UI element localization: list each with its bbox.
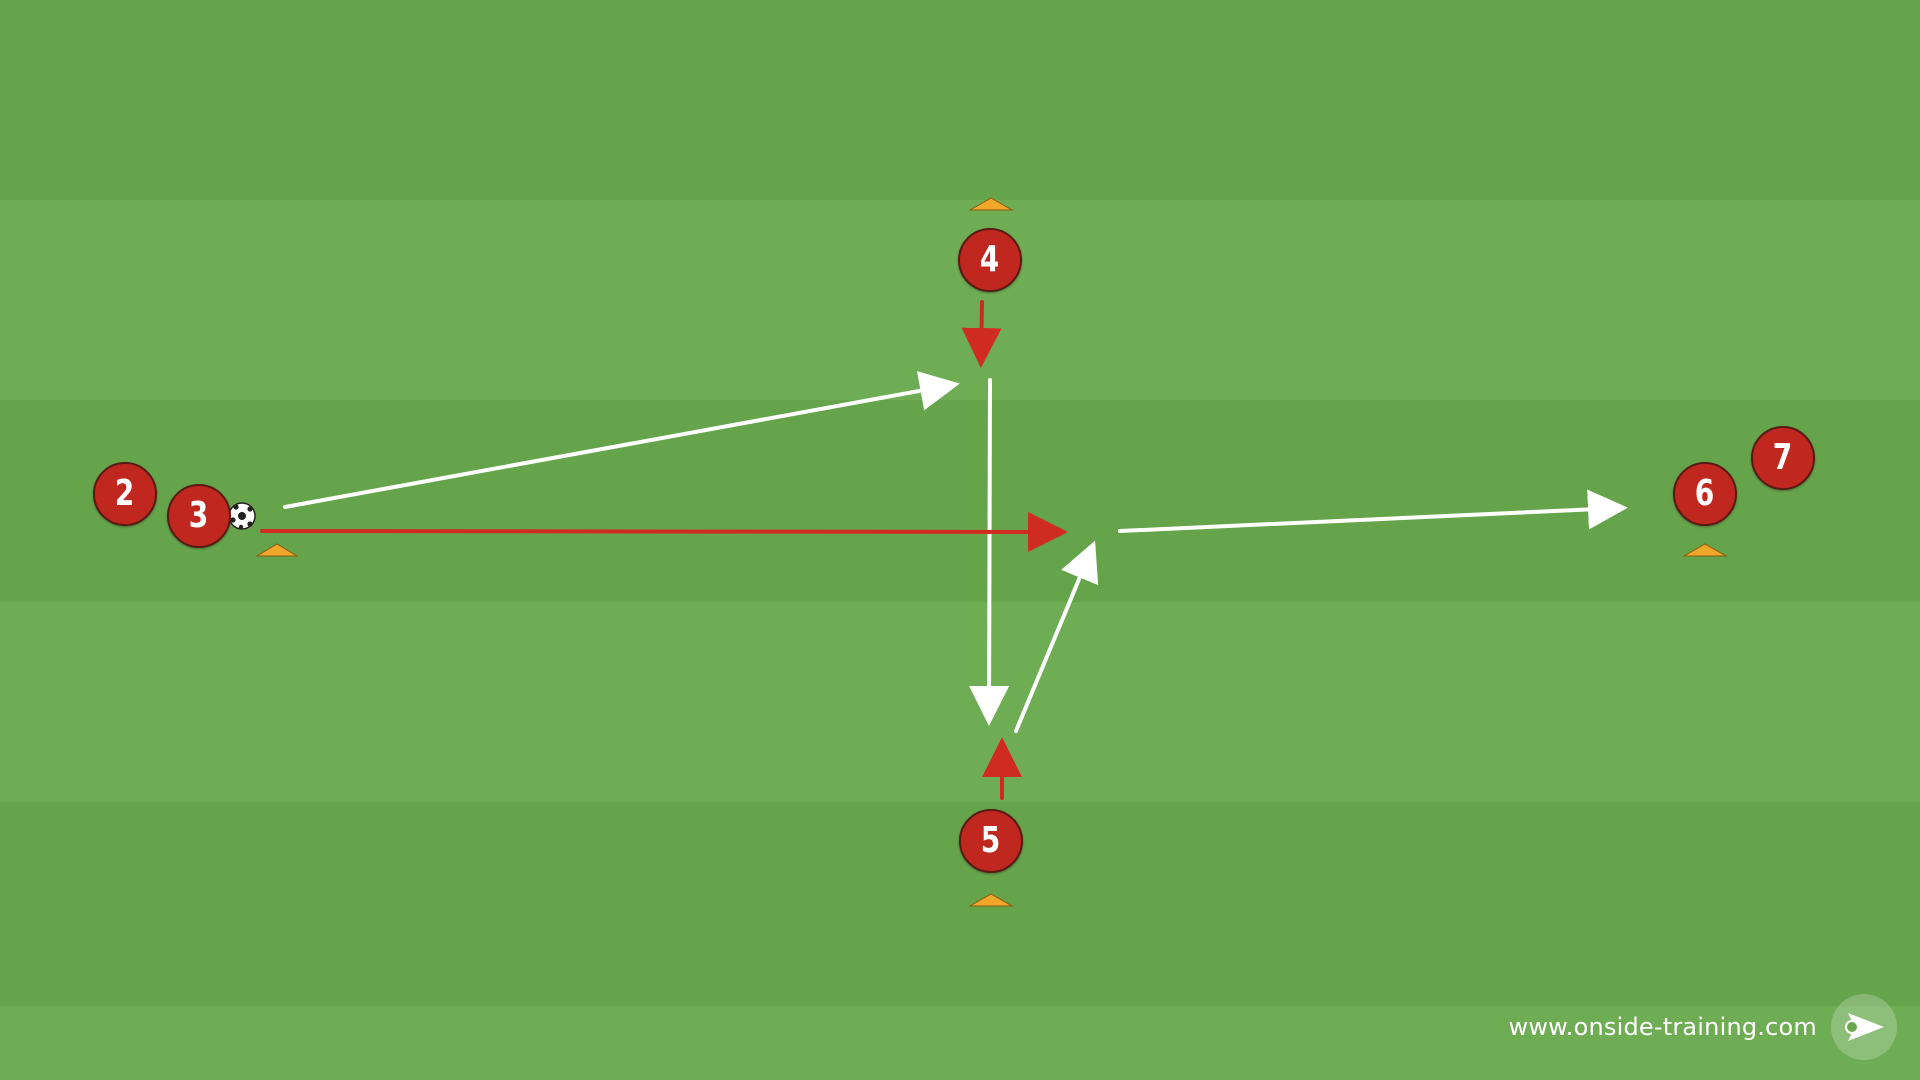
pass-arrow-3-to-4	[283, 371, 960, 509]
pass-arrow-5-to-run	[1014, 540, 1099, 733]
cone-icon	[968, 197, 1014, 211]
pitch-stripe	[0, 0, 1920, 200]
pitch-stripe	[0, 1006, 1920, 1080]
website-watermark: www.onside-training.com	[1508, 1013, 1817, 1041]
pitch-stripe	[0, 400, 1920, 602]
pitch-stripe	[0, 200, 1920, 400]
run-arrow-3	[260, 511, 1068, 552]
pitch-stripe	[0, 802, 1920, 1006]
cone-icon	[255, 543, 299, 557]
pass-arrows	[283, 371, 1628, 733]
cones	[255, 197, 1728, 907]
pass-arrow-to-6	[1118, 489, 1628, 533]
onside-logo-icon	[1831, 994, 1897, 1060]
pitch-stripe	[0, 602, 1920, 802]
run-arrows	[260, 300, 1068, 800]
cone-icon	[968, 893, 1014, 907]
soccer-ball-icon	[228, 502, 256, 530]
pass-arrow-4-to-5	[969, 378, 1010, 726]
cone-icon	[1682, 543, 1728, 557]
footer: www.onside-training.com	[1508, 994, 1897, 1060]
run-arrow-4	[961, 300, 1002, 368]
